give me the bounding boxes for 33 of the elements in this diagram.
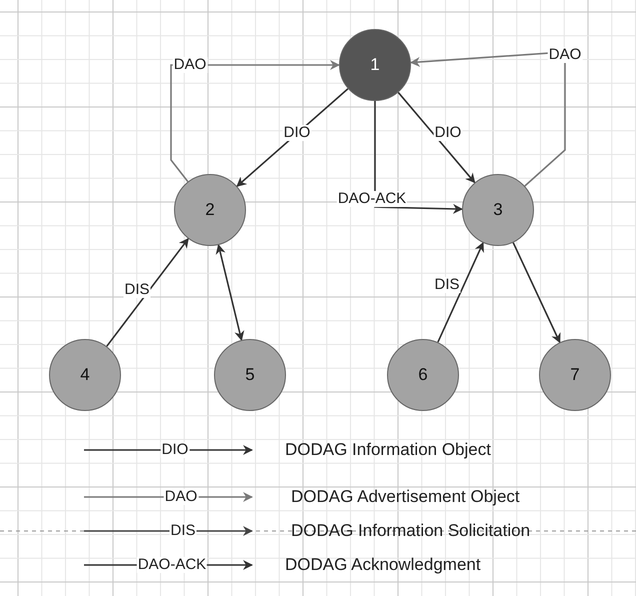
legend-sample-label: DAO-ACK xyxy=(136,557,208,573)
edge-label: DAO-ACK xyxy=(336,191,408,207)
arrow xyxy=(410,51,566,187)
node-number: 5 xyxy=(245,365,255,385)
arrow xyxy=(216,244,244,341)
legend-text: DODAG Information Solicitation xyxy=(291,521,530,541)
legend-sample-label: DIS xyxy=(170,523,196,539)
edge-label: DIS xyxy=(434,277,460,293)
legend-text: DODAG Advertisement Object xyxy=(291,487,520,507)
node-circle xyxy=(174,174,246,246)
arrow xyxy=(106,238,189,347)
node-number: 3 xyxy=(493,200,503,220)
node-number: 2 xyxy=(205,200,215,220)
legend-sample-label: DIO xyxy=(160,442,190,458)
arrow xyxy=(398,92,476,184)
node-number: 1 xyxy=(370,55,380,75)
edge-label: DAO xyxy=(548,47,582,63)
arrow xyxy=(374,101,463,214)
legend-text: DODAG Information Object xyxy=(285,440,491,460)
node-number: 6 xyxy=(418,365,428,385)
edge-label: DIO xyxy=(282,125,312,141)
legend-sample-label: DAO xyxy=(164,489,198,505)
edge-label: DIO xyxy=(434,125,462,141)
node-circle xyxy=(539,339,611,411)
node-number: 4 xyxy=(80,365,90,385)
arrow xyxy=(437,242,484,343)
arrow xyxy=(512,242,560,344)
arrow xyxy=(170,60,340,182)
node-number: 7 xyxy=(570,365,580,385)
edge-label: DIS xyxy=(124,282,150,298)
edge-label: DAO xyxy=(172,57,208,73)
legend-text: DODAG Acknowledgment xyxy=(285,555,481,575)
node-circle xyxy=(462,174,534,246)
